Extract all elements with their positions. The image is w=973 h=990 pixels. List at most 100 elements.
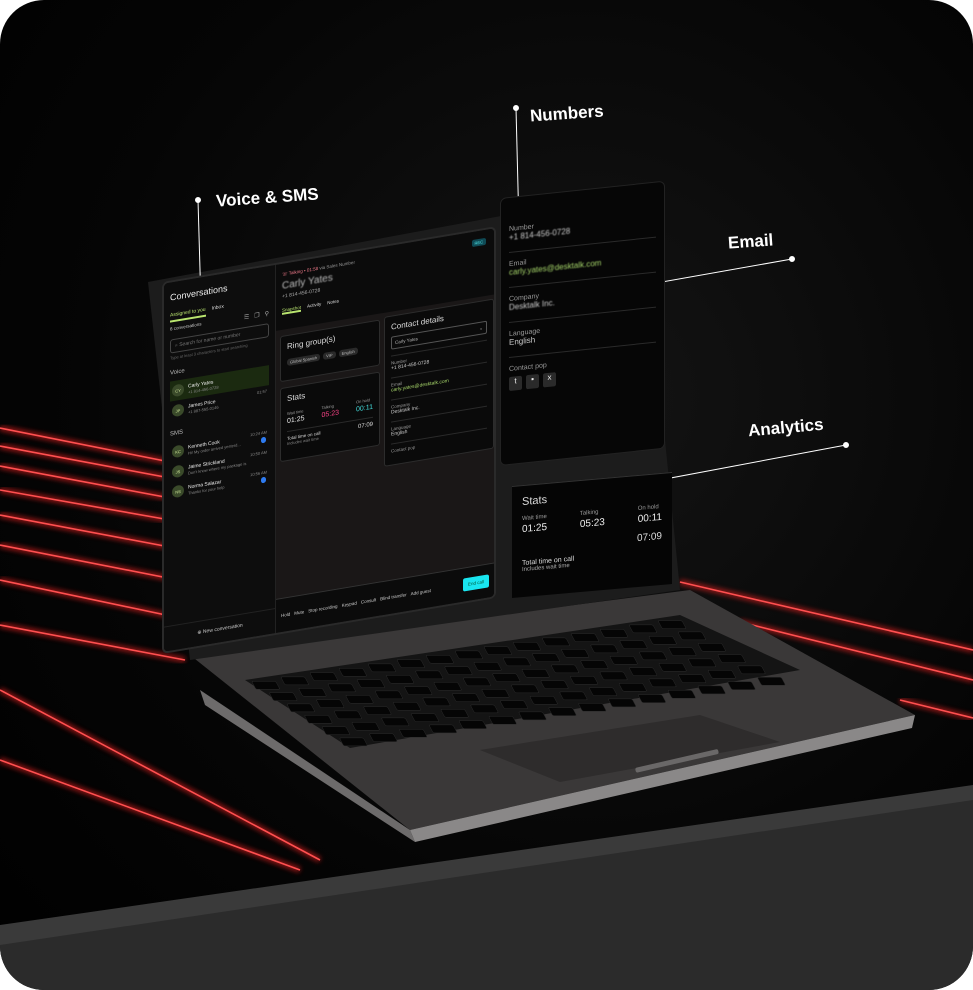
keyboard-key [559,691,588,701]
keyboard-key [629,624,657,634]
avatar: KC [172,444,184,459]
keypad-button[interactable]: Keypad [341,600,357,608]
laser-line [739,621,973,681]
keyboard-key [411,713,439,722]
hold-value: 00:11 [637,511,662,526]
avatar: JP [172,403,184,418]
end-call-button[interactable]: End call [462,574,489,592]
laser-line [0,445,171,479]
avatar: NS [172,484,184,499]
add-guest-button[interactable]: Add guest [410,588,431,597]
keyboard-key [357,679,385,688]
hold-label: On hold [637,504,659,513]
ring-chip: Global Spanish [287,353,321,367]
laser-line [0,579,181,619]
keyboard-key [629,667,657,676]
keyboard-key [415,670,444,680]
keyboard-key [481,689,510,698]
keyboard-key [548,707,577,716]
laser-line [899,699,973,719]
keyboard-key [404,686,433,695]
keyboard-key [269,692,298,701]
wait-label: Wait time [522,513,547,523]
talk-value: 05:23 [579,516,605,531]
keyboard-key [658,663,687,672]
keyboard-key [334,710,362,720]
wait-value: 01:25 [522,521,548,536]
keyboard-key [571,633,599,642]
keyboard-key [252,681,280,690]
tab-inbox[interactable]: Inbox [211,303,224,312]
keyboard-key [561,649,590,658]
contact-selected: Carly Yates [395,336,418,346]
keyboard-key [619,640,648,649]
keyboard-key [368,663,396,673]
list-icon[interactable]: ☰ [243,314,250,322]
keyboard-key [381,717,410,727]
mute-button[interactable]: Mute [294,609,305,616]
keyboard-key [570,676,598,685]
keyboard-key [484,646,512,655]
new-conversation-button[interactable]: ⊕ New conversation [164,607,276,642]
recording-badge: REC [471,237,486,248]
keyboard-key [688,658,716,668]
hold-button[interactable]: Hold [281,611,291,619]
keyboard-key [658,620,686,629]
laser-line [0,624,186,661]
trackpad[interactable] [480,715,780,782]
keyboard-key [551,664,579,674]
consult-button[interactable]: Consult [360,597,377,605]
item-time: 01:57 [256,388,267,396]
keyboard-key [426,655,454,664]
keyboard-key [473,662,502,671]
keyboard-key [513,642,541,651]
keyboard-key [470,704,499,714]
laser-line [0,759,301,871]
talk-value: 05:23 [321,409,340,420]
keyboard-key [540,680,569,689]
laser-line [0,544,179,581]
stop-recording-button[interactable]: Stop recording [308,603,338,614]
new-conversation-label: New conversation [202,622,243,636]
keyboard-key [697,643,726,652]
keyboard-key [518,711,547,721]
keyboard-key [503,657,531,667]
filter-icon[interactable]: ⚲ [264,311,269,318]
call-timer: Talking • 01:58 [288,265,319,276]
laser-line [0,489,171,521]
keyboard-key [304,715,333,724]
keyboard-key [322,726,350,735]
unread-badge [261,436,266,444]
keyboard-key [608,698,636,708]
chat-icon[interactable]: ▪ [526,373,539,390]
keyboard-key [678,674,706,683]
keyboard-key [727,681,756,690]
blind-transfer-button[interactable]: Blind transfer [380,592,407,602]
keyboard-key [351,722,380,731]
keyboard-key [697,685,726,695]
copy-icon[interactable]: ❐ [254,312,260,320]
tab-notes[interactable]: Notes [327,298,340,306]
item-time: 10:50 AM [250,449,267,458]
laptop-notch [635,749,719,773]
keyboard-key [429,724,457,734]
keyboard-key [532,653,560,662]
keyboard-key [708,670,736,679]
keyboard-key [440,709,469,718]
tab-assigned[interactable]: Assigned to you [170,306,206,323]
keyboard-key [500,700,528,709]
stats-title: Stats [522,493,548,509]
tab-snapshot[interactable]: Snapshot [282,304,302,315]
contact-details-card: Contact details Carly Yates⌄ Number+1 81… [384,298,494,467]
zendesk-icon[interactable]: x [543,372,556,388]
unread-badge [261,476,266,484]
tab-activity[interactable]: Activity [307,301,322,309]
keyboard-key [339,668,367,677]
talkdesk-icon[interactable]: t [509,375,522,392]
keyboard-key [648,636,677,645]
laser-line [0,514,176,549]
